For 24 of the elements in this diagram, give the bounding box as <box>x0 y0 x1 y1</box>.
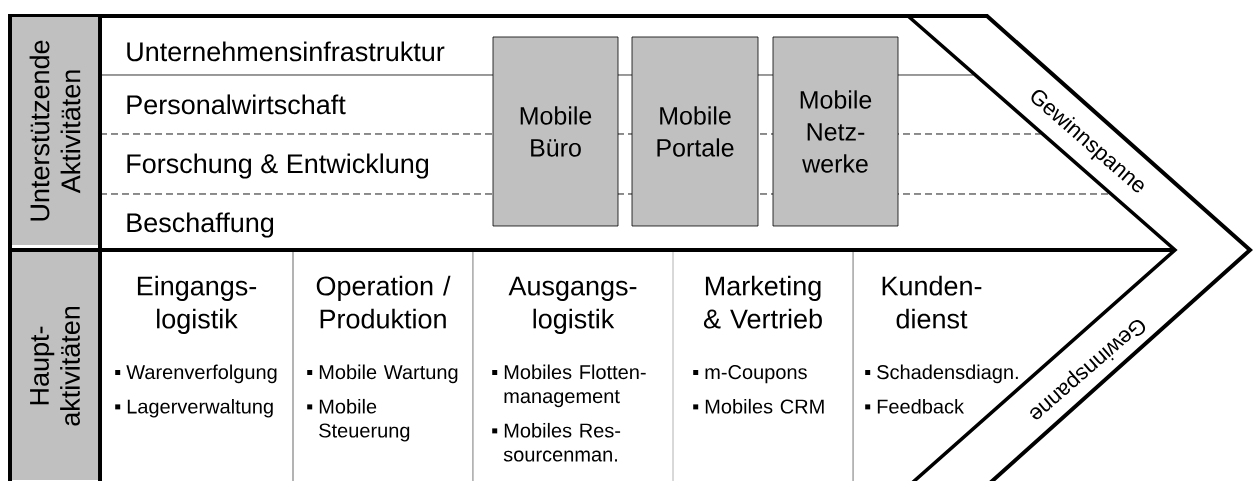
bullet-item: Feedback <box>865 398 965 414</box>
column-heading: Eingangs- logistik <box>137 275 257 334</box>
row-label: Forschung & Entwicklung <box>127 153 429 179</box>
bullet-item: Lagerverwaltung <box>115 398 273 418</box>
bullet-item: Mobiles Flotten- management <box>492 364 646 408</box>
bullet-item: Mobiles Res- sourcenman. <box>492 422 621 462</box>
application-box: Mobile Portale <box>631 36 759 227</box>
bullet-item: Mobile Steuerung <box>307 398 410 442</box>
bullet-item: m-Coupons <box>693 365 807 384</box>
column-heading: Operation / Produktion <box>316 275 451 329</box>
row-label: Beschaffung <box>127 212 274 238</box>
side-band: Unterstützende Aktivitäten <box>12 17 98 245</box>
column-heading: Kunden- dienst <box>882 275 982 329</box>
bullet-item: Mobiles CRM <box>693 398 824 414</box>
row-label: Unternehmensinfrastruktur <box>127 41 445 62</box>
application-box: Mobile Büro <box>492 36 619 227</box>
column-heading: Marketing & Vertrieb <box>703 275 822 329</box>
side-band: Haupt- aktivitäten <box>12 252 98 480</box>
application-box: Mobile Netz- werke <box>772 36 899 227</box>
bullet-item: Schadensdiagn. <box>865 364 1018 384</box>
row-label: Personalwirtschaft <box>127 94 346 115</box>
column-heading: Ausgangs- logistik <box>508 276 637 334</box>
bullet-item: Mobile Wartung <box>307 364 458 384</box>
bullet-item: Warenverfolgung <box>115 364 277 384</box>
